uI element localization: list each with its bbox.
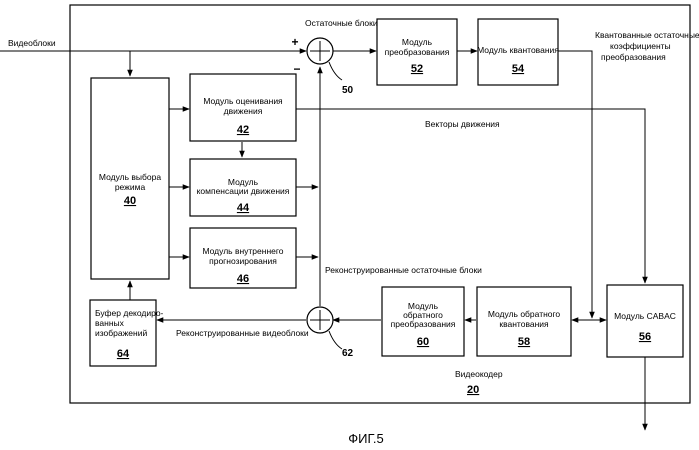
quantized-coeffs-label-2: коэффициенты [610, 41, 671, 51]
reconstructed-residual-label: Реконструированные остаточные блоки [325, 265, 482, 275]
motion-estimation-module: Модуль оценивания движения 42 [190, 74, 296, 141]
quant-label: Модуль квантования [477, 45, 559, 55]
mode-select-label-2: режима [115, 182, 146, 192]
intra-pred-label-1: Модуль внутреннего [202, 246, 283, 256]
inverse-quantization-module: Модуль обратного квантования 58 [477, 287, 571, 356]
motion-est-label-2: движения [224, 106, 263, 116]
quantized-coeffs-label-1: Квантованные остаточные [595, 30, 699, 40]
inverse-transform-module: Модуль обратного преобразования 60 [382, 287, 464, 356]
motion-est-label-1: Модуль оценивания [203, 96, 283, 106]
buffer-label-3: изображений [95, 328, 147, 338]
inv-transform-number: 60 [417, 336, 429, 348]
cabac-label: Модуль CABAC [614, 311, 676, 321]
motion-compensation-module: Модуль компенсации движения 44 [190, 159, 296, 216]
motion-comp-label-2: компенсации движения [197, 186, 290, 196]
intra-pred-number: 46 [237, 273, 249, 285]
adder-minus-sign: − [293, 62, 300, 76]
intra-pred-label-2: прогнозирования [209, 256, 277, 266]
quantized-coeffs-label-3: преобразования [601, 52, 666, 62]
adder-62-number: 62 [342, 348, 354, 359]
transform-label-2: преобразования [385, 47, 450, 57]
inv-quant-number: 58 [518, 336, 530, 348]
buffer-label-2: ванных [95, 318, 125, 328]
adder-50-number: 50 [342, 85, 354, 96]
transform-label-1: Модуль [402, 37, 433, 47]
mode-select-number: 40 [124, 195, 136, 207]
transform-number: 52 [411, 63, 423, 75]
buffer-label-1: Буфер декодиро- [95, 308, 164, 318]
cabac-number: 56 [639, 331, 651, 343]
video-blocks-label: Видеоблоки [8, 38, 56, 48]
reconstructed-video-label: Реконструированные видеоблоки [176, 328, 309, 338]
mode-select-label-1: Модуль выбора [99, 172, 161, 182]
cabac-module: Модуль CABAC 56 [607, 285, 683, 357]
inv-transform-label-3: преобразования [391, 319, 456, 329]
adder-plus-sign: + [291, 35, 298, 49]
encoder-number: 20 [467, 384, 479, 396]
motion-est-number: 42 [237, 124, 249, 136]
inv-quant-label-1: Модуль обратного [488, 309, 561, 319]
intra-prediction-module: Модуль внутреннего прогнозирования 46 [190, 228, 296, 288]
encoder-label: Видеокодер [455, 369, 503, 379]
transform-module: Модуль преобразования 52 [377, 19, 457, 85]
decoded-picture-buffer: Буфер декодиро- ванных изображений 64 [90, 300, 164, 366]
residual-blocks-label: Остаточные блоки [305, 18, 378, 28]
quant-number: 54 [512, 63, 525, 75]
motion-vectors-label: Векторы движения [425, 119, 500, 129]
figure-caption: ФИГ.5 [348, 431, 384, 446]
motion-comp-number: 44 [237, 202, 250, 214]
mode-select-module: Модуль выбора режима 40 [91, 78, 169, 279]
quantization-module: Модуль квантования 54 [477, 19, 559, 85]
buffer-number: 64 [117, 348, 130, 360]
inv-quant-label-2: квантования [499, 319, 549, 329]
